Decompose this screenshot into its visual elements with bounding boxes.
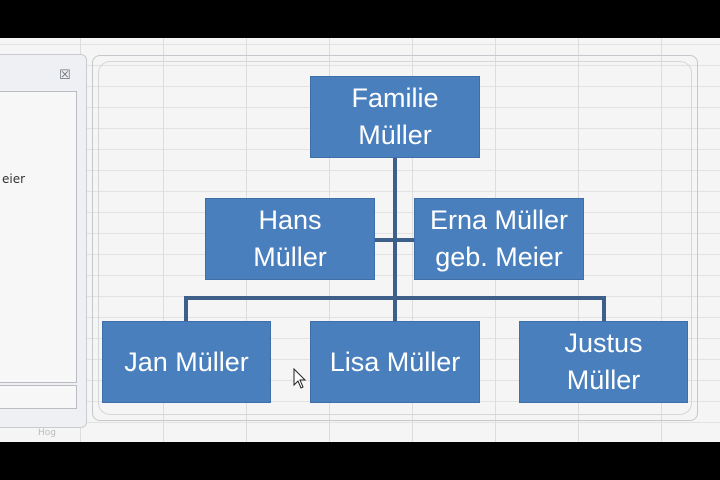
node-text: Hans: [258, 205, 322, 235]
sheet-tab[interactable]: Hog: [38, 428, 56, 438]
org-node-lisa[interactable]: Lisa Müller: [310, 321, 480, 403]
smartart-text-pane: ☒ eier: [0, 54, 87, 428]
text-pane-content[interactable]: eier: [0, 91, 77, 383]
smartart-frame[interactable]: [92, 55, 698, 421]
node-text: Lisa Müller: [329, 346, 461, 377]
text-pane-entry[interactable]: eier: [2, 172, 26, 186]
node-text: Justus: [564, 328, 643, 358]
node-text: Jan Müller: [124, 346, 249, 377]
node-text: Familie: [351, 83, 439, 113]
node-text: Erna Müller: [429, 205, 569, 235]
node-text: Müller: [566, 365, 641, 395]
connector-child-right: [602, 296, 606, 321]
text-pane-footer: [0, 385, 77, 409]
org-node-jan[interactable]: Jan Müller: [102, 321, 271, 403]
node-text: geb. Meier: [435, 242, 563, 272]
mouse-pointer-icon: [293, 368, 307, 389]
node-text: Müller: [358, 120, 432, 150]
node-text: Müller: [253, 242, 327, 272]
connector-child-left: [184, 296, 188, 321]
connector-parents: [374, 238, 414, 242]
smartart-inner-border: [98, 61, 692, 415]
connector-children-horizontal: [184, 296, 606, 300]
close-icon[interactable]: ☒: [59, 68, 71, 83]
org-node-erna[interactable]: Erna Müller geb. Meier: [414, 198, 584, 280]
